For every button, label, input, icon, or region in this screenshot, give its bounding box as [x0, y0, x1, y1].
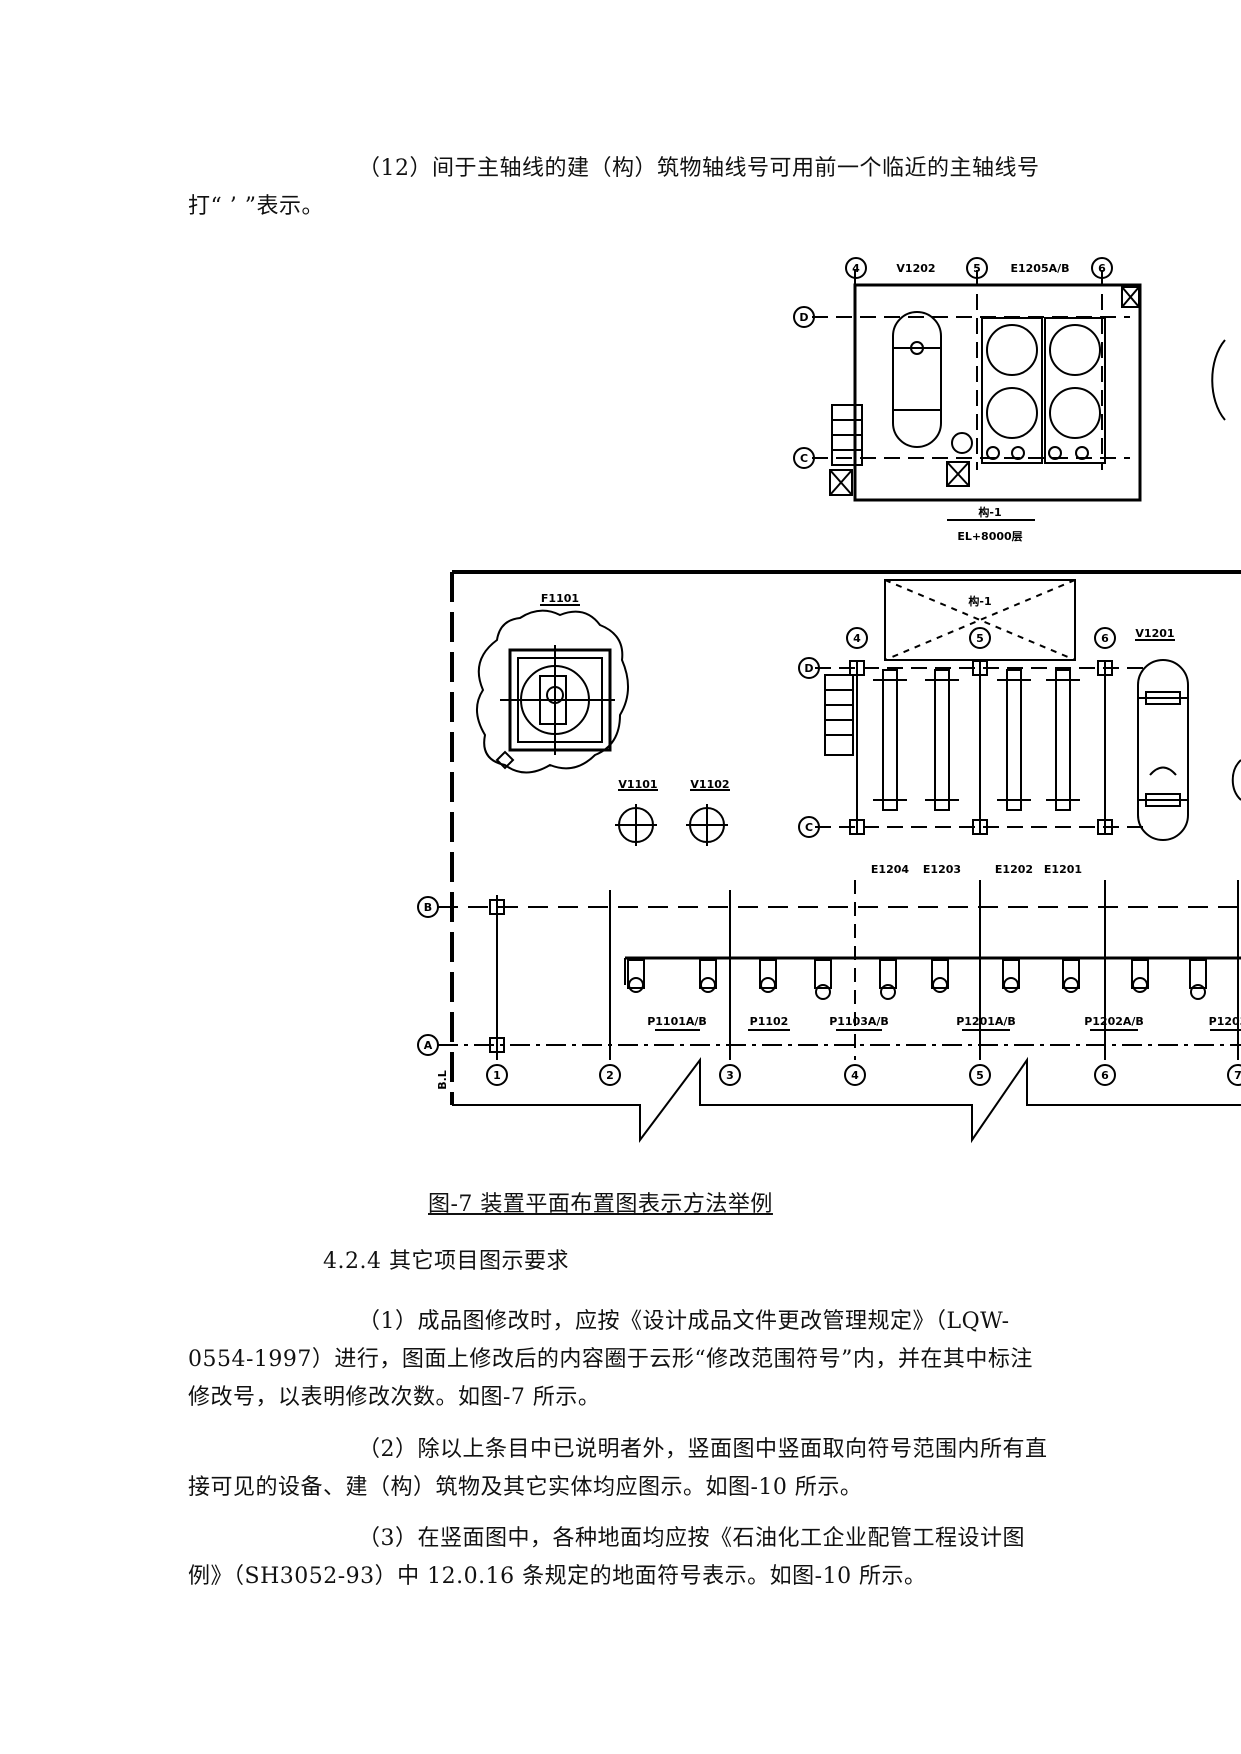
upper-structure [793, 257, 1226, 521]
upper-elevation: EL+8000层 [957, 530, 1022, 543]
label-v1102: V1102 [690, 778, 729, 791]
axis-c-upper: C [800, 452, 808, 465]
paragraph-12: （12）间于主轴线的建（构）筑物轴线号可用前一个临近的主轴线号打“ ’ ”表示。 [188, 156, 1040, 219]
label-e1202: E1202 [995, 863, 1033, 876]
label-p1203: P1203 [1209, 1015, 1241, 1028]
axis-2: 2 [606, 1069, 614, 1082]
axis-4-upper: 4 [852, 262, 860, 275]
figure-caption: 图-7 装置平面布置图表示方法举例 [428, 1192, 773, 1217]
label-v1101: V1101 [618, 778, 657, 791]
label-e1205: E1205A/B [1010, 262, 1069, 275]
axis-b: B [424, 901, 432, 914]
axis-1: 1 [493, 1069, 501, 1082]
label-p1103: P1103A/B [829, 1015, 889, 1028]
label-p1102: P1102 [750, 1015, 789, 1028]
upper-title: 构-1 [978, 505, 1001, 519]
lower-plot-plan [417, 570, 1241, 1144]
axis-d-inner: D [804, 662, 813, 675]
axis-6-upper: 6 [1098, 262, 1106, 275]
label-e1203: E1203 [923, 863, 961, 876]
axis-d-upper: D [799, 311, 808, 324]
paragraph-2: （2）除以上条目中已说明者外，竖面图中竖面取向符号范围内所有直接可见的设备、建（… [188, 1437, 1048, 1500]
axis-3: 3 [726, 1069, 734, 1082]
label-p1101: P1101A/B [647, 1015, 707, 1028]
axis-6: 6 [1101, 1069, 1109, 1082]
axis-4-inner: 4 [853, 632, 861, 645]
label-struct-1: 构-1 [968, 594, 991, 608]
section-heading: 4.2.4 其它项目图示要求 [323, 1249, 569, 1274]
paragraph-3: （3）在竖面图中，各种地面均应按《石油化工企业配管工程设计图例》（SH3052-… [188, 1526, 1025, 1589]
label-v1201: V1201 [1135, 627, 1174, 640]
label-e1204: E1204 [871, 863, 909, 876]
paragraph-1: （1）成品图修改时，应按《设计成品文件更改管理规定》（LQW-0554-1997… [188, 1309, 1033, 1410]
axis-4: 4 [851, 1069, 859, 1082]
label-v1202: V1202 [896, 262, 935, 275]
label-p1202: P1202A/B [1084, 1015, 1144, 1028]
axis-a: A [424, 1039, 433, 1052]
label-e1201: E1201 [1044, 863, 1082, 876]
baseline-label: B.L [436, 1070, 449, 1090]
axis-c-inner: C [805, 821, 813, 834]
axis-7: 7 [1234, 1069, 1241, 1082]
axis-5-upper: 5 [973, 262, 981, 275]
label-f1101: F1101 [541, 592, 579, 605]
label-p1201: P1201A/B [956, 1015, 1016, 1028]
axis-5: 5 [976, 1069, 984, 1082]
axis-6-inner: 6 [1101, 632, 1109, 645]
axis-5-inner: 5 [976, 632, 984, 645]
